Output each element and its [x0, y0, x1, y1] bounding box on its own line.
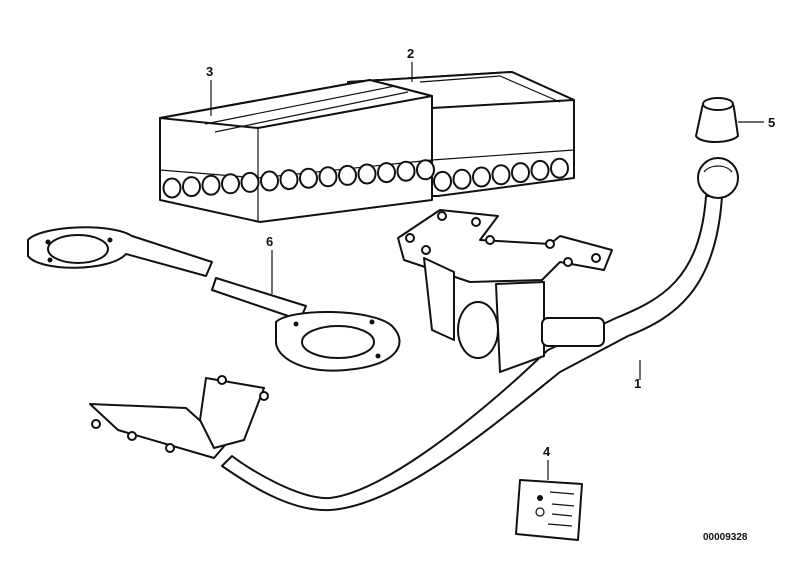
box-cell — [299, 167, 318, 189]
box-cell — [491, 164, 511, 186]
callout-3: 3 — [206, 64, 213, 79]
callout-6: 6 — [266, 234, 273, 249]
box-cell — [279, 169, 299, 191]
box-cell — [260, 170, 279, 192]
callout-5: 5 — [768, 115, 775, 130]
box-cell — [472, 166, 491, 188]
box-cell — [433, 170, 452, 192]
box-cell — [530, 159, 550, 181]
box-cell — [396, 160, 416, 182]
label-plate[interactable] — [515, 479, 583, 541]
strut-brace[interactable] — [27, 226, 401, 372]
box-cell — [511, 162, 530, 184]
box-cell — [452, 168, 472, 190]
box-cell — [377, 162, 396, 184]
box-front[interactable] — [159, 79, 435, 223]
box-cell — [357, 163, 377, 185]
box-cell — [201, 174, 221, 196]
box-cell — [338, 164, 357, 186]
box-cell — [182, 176, 201, 198]
callout-1: 1 — [634, 376, 641, 391]
callout-4: 4 — [543, 444, 551, 459]
ball-cap[interactable] — [695, 97, 739, 143]
box-cell — [318, 166, 338, 188]
callout-2: 2 — [407, 46, 414, 61]
box-cell — [550, 157, 569, 179]
box-cell — [221, 173, 240, 195]
box-cell — [240, 171, 260, 193]
box-cell — [416, 159, 435, 181]
reference-number: 00009328 — [703, 532, 748, 543]
tow-bar[interactable] — [89, 157, 739, 512]
box-cell — [162, 177, 182, 199]
